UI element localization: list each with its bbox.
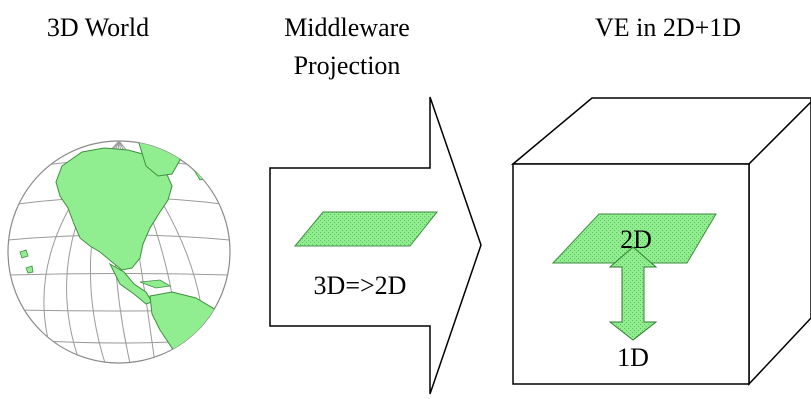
globe-icon xyxy=(7,140,231,364)
heading-middleware: Middleware xyxy=(284,13,410,42)
axis-1d-label: 1D xyxy=(617,343,649,372)
heading-projection: Projection xyxy=(294,51,401,80)
projected-plane xyxy=(293,211,439,247)
land-islands xyxy=(19,249,34,274)
ve-plane xyxy=(551,213,717,264)
land-cuba xyxy=(139,279,172,289)
projection-label: 3D=>2D xyxy=(314,271,407,300)
heading-3d-world: 3D World xyxy=(47,13,149,42)
heading-ve: VE in 2D+1D xyxy=(595,13,741,42)
vertical-double-arrow-icon xyxy=(608,246,658,341)
